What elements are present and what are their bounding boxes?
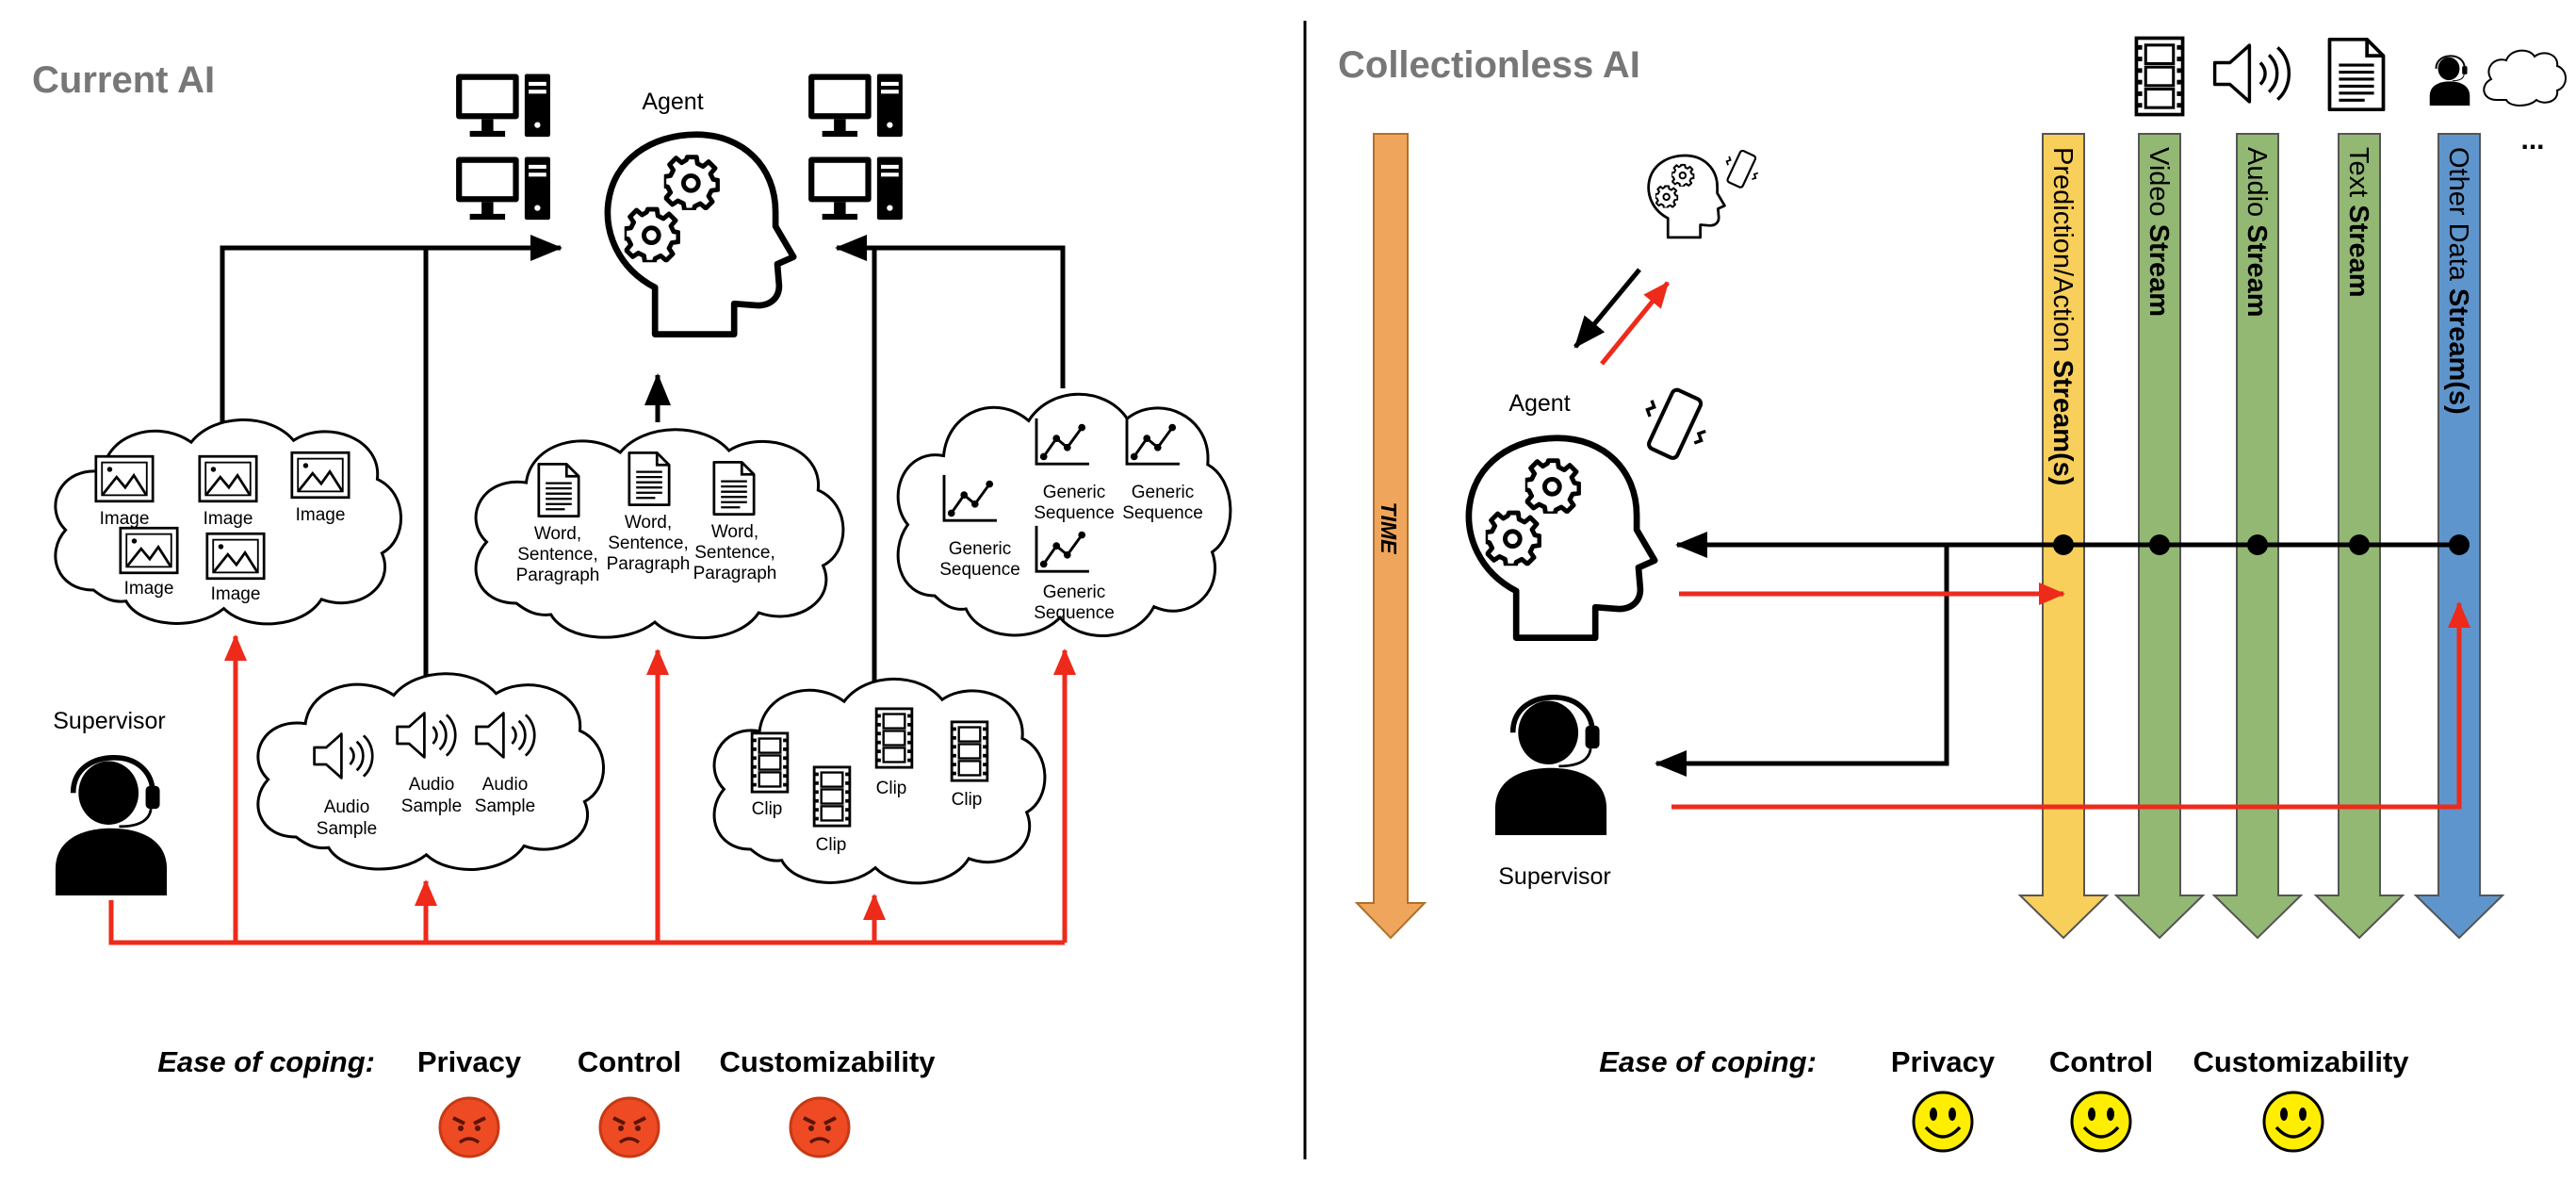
left-title: Current AI (32, 59, 215, 101)
image-icon (119, 526, 179, 575)
computer-icon (456, 156, 550, 221)
stream-label: Text Stream (2343, 147, 2373, 298)
sequence-label: Generic (1043, 583, 1106, 602)
image-label: Image (211, 584, 261, 604)
video-icon (2136, 38, 2182, 114)
sequence-label: Generic (1043, 483, 1106, 502)
agent-head-icon (1469, 438, 1655, 638)
agent-head-icon (608, 135, 793, 335)
left-criterion-customizability: Customizability (719, 1045, 936, 1078)
stream-junction-dot (2349, 534, 2370, 555)
word-label: Sentence, (608, 534, 689, 553)
exchange-arrow-red (1600, 281, 1670, 366)
stream-junction-dot (2149, 534, 2170, 555)
audio-label: Audio (324, 797, 370, 817)
clip-label: Clip (816, 835, 847, 855)
audio-label: Audio (409, 775, 455, 795)
more-streams-ellipsis: ... (2520, 124, 2544, 156)
angry-face-icon (438, 1096, 500, 1158)
image-label: Image (100, 509, 150, 529)
right-ease-label: Ease of coping: (1599, 1045, 1817, 1078)
stream-label: Prediction/Action Stream(s) (2047, 147, 2078, 485)
document-icon (537, 462, 580, 518)
left-criterion-privacy: Privacy (417, 1045, 522, 1078)
image-label: Image (204, 509, 253, 529)
image-icon (290, 451, 351, 500)
stream-junction-dot (2053, 534, 2074, 555)
exchange-arrow (1573, 268, 1641, 349)
clip-label: Clip (952, 790, 983, 810)
time-label: TIME (1377, 502, 1401, 555)
image-icon (198, 454, 258, 503)
right-title: Collectionless AI (1338, 44, 1640, 86)
clip-label: Clip (752, 799, 783, 819)
word-label: Sentence, (694, 543, 775, 563)
smiley-face-icon (1912, 1091, 1974, 1153)
left-ease-label: Ease of coping: (157, 1045, 375, 1078)
angry-face-icon (598, 1096, 660, 1158)
word-label: Paragraph (607, 554, 691, 574)
sequence-label: Sequence (1122, 503, 1203, 523)
audio-label: Audio (482, 775, 529, 795)
stream-label: Audio Stream (2242, 147, 2272, 318)
sequence-label: Generic (949, 539, 1012, 559)
right-criterion-privacy: Privacy (1891, 1045, 1996, 1078)
angry-face-icon (789, 1096, 851, 1158)
right-criterion-customizability: Customizability (2193, 1045, 2409, 1078)
audio-label: Sample (401, 796, 462, 816)
computer-icon (808, 74, 903, 138)
audio-label: Sample (317, 819, 377, 839)
stream-label: Video Stream (2144, 147, 2174, 317)
person-icon (2428, 55, 2471, 106)
right-agent-label: Agent (1508, 390, 1570, 417)
image-icon (205, 532, 266, 581)
word-label: Sentence, (517, 545, 598, 565)
word-label: Word, (534, 524, 581, 544)
smiley-face-icon (2070, 1091, 2132, 1153)
stream-junction-dot (2247, 534, 2268, 555)
sequence-label: Sequence (939, 560, 1020, 580)
word-label: Word, (625, 513, 672, 533)
computer-icon (456, 74, 550, 138)
clip-label: Clip (876, 779, 907, 798)
document-icon (712, 460, 756, 517)
supervision-lines (108, 634, 1076, 945)
data-flow-lines (220, 235, 1066, 684)
right-criterion-control: Control (2049, 1045, 2153, 1078)
document-icon (628, 451, 671, 507)
sequence-label: Generic (1132, 483, 1195, 502)
phone-icon (1645, 388, 1705, 460)
phone-icon (1724, 149, 1759, 189)
image-label: Image (124, 579, 174, 599)
audio-cloud (256, 672, 606, 871)
cloud-icon (2483, 49, 2567, 107)
supervisor-icon (56, 758, 167, 895)
audio-icon (2212, 43, 2291, 104)
film-icon (750, 731, 790, 794)
image-icon (94, 454, 155, 503)
audio-label: Sample (475, 796, 535, 816)
stream-label: Other Data Stream(s) (2443, 147, 2473, 415)
smiley-face-icon (2262, 1091, 2324, 1153)
word-label: Paragraph (693, 564, 777, 583)
sequence-label: Sequence (1034, 603, 1115, 623)
text-document-icon (2327, 37, 2386, 112)
sequence-label: Sequence (1034, 503, 1115, 523)
right-supervisor-label: Supervisor (1498, 863, 1611, 890)
small-agent-head-icon (1649, 156, 1725, 238)
left-supervisor-label: Supervisor (53, 708, 166, 734)
word-label: Paragraph (516, 566, 600, 585)
computer-icon (808, 156, 903, 221)
image-label: Image (296, 505, 346, 525)
left-criterion-control: Control (578, 1045, 681, 1078)
left-agent-label: Agent (642, 89, 703, 115)
supervisor-icon (1495, 698, 1606, 835)
time-arrow (1354, 133, 1427, 940)
stream-junction-dot (2449, 534, 2470, 555)
word-label: Word, (711, 522, 758, 542)
film-icon (950, 720, 989, 782)
film-icon (874, 707, 914, 769)
film-icon (812, 765, 852, 828)
